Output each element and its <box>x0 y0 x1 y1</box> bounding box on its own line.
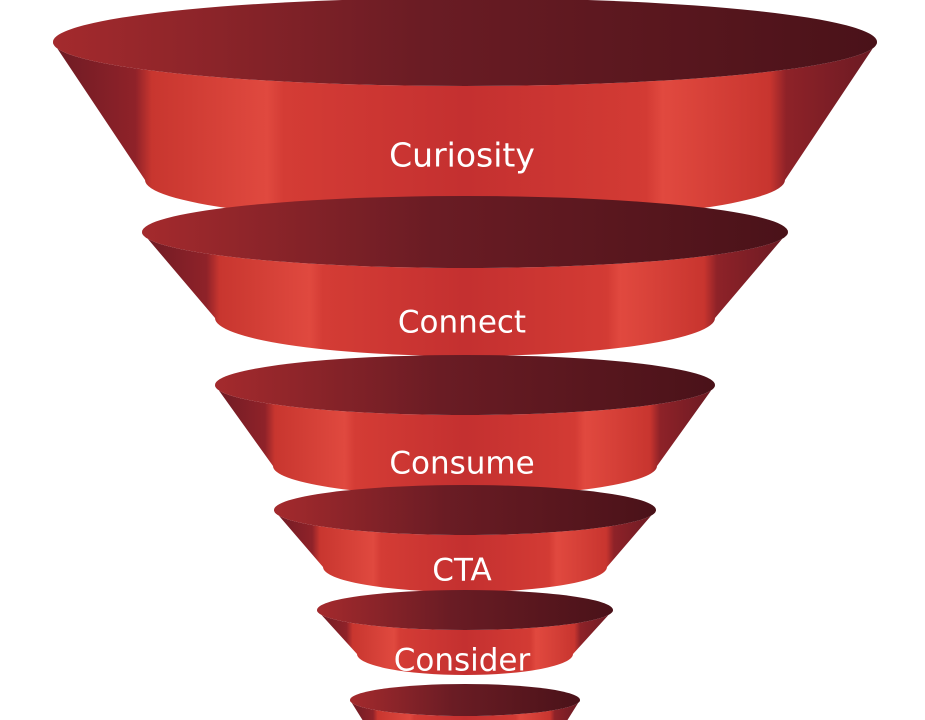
funnel-band-top <box>274 485 656 535</box>
funnel-band <box>317 610 613 675</box>
stage-label-consider: Consider <box>394 643 531 679</box>
funnel-band-top <box>53 0 877 86</box>
funnel-stage-2 <box>142 196 788 356</box>
stage-label-curiosity: Curiosity <box>389 136 535 175</box>
funnel-band <box>215 385 715 496</box>
stage-label-cta: CTA <box>432 553 491 589</box>
funnel-stage-3 <box>215 355 715 496</box>
funnel-band-top <box>350 684 580 716</box>
funnel-band-top <box>142 196 788 268</box>
funnel-stage-5 <box>317 590 613 675</box>
funnel-band <box>350 700 580 720</box>
funnel-band <box>274 510 656 592</box>
funnel-stage-6 <box>350 684 580 720</box>
stage-label-connect: Connect <box>398 305 526 341</box>
funnel-band-top <box>215 355 715 415</box>
stage-label-consume: Consume <box>389 446 534 482</box>
funnel-band <box>142 232 788 356</box>
funnel-stage-1 <box>53 0 877 222</box>
funnel-band-top <box>317 590 613 630</box>
funnel-band <box>53 42 877 222</box>
funnel-stage-4 <box>274 485 656 592</box>
